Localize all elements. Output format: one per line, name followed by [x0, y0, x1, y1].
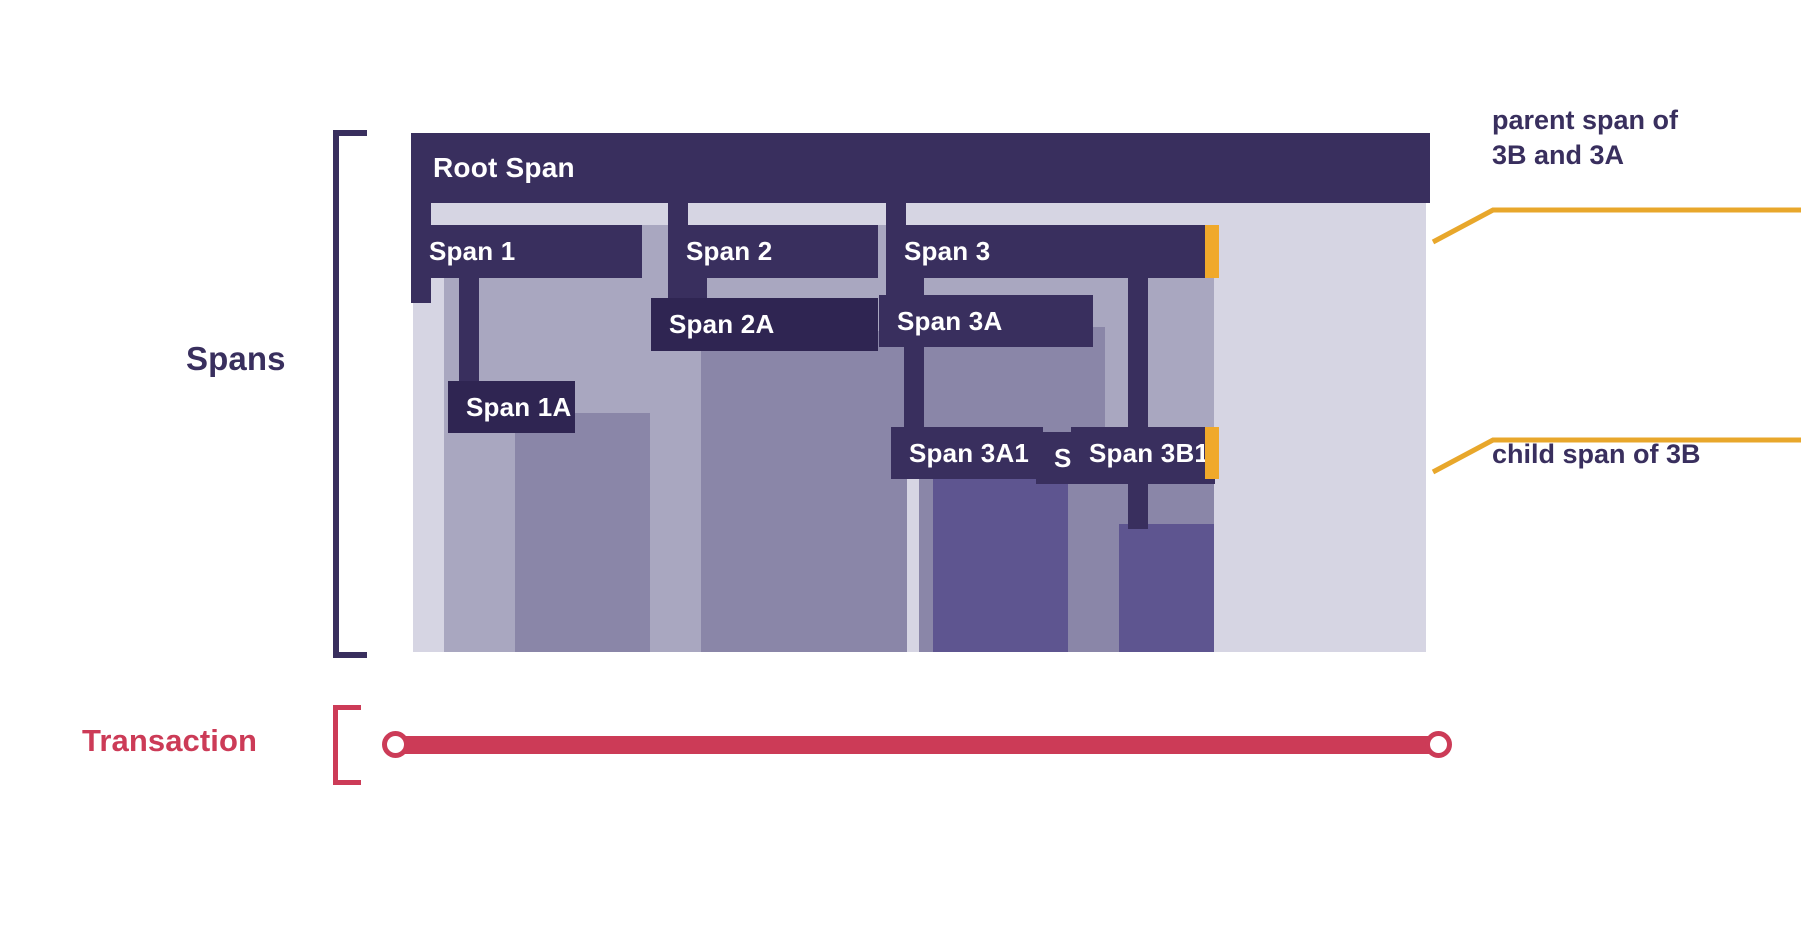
transaction-section-label: Transaction — [82, 723, 258, 758]
transaction-end-endpoint[interactable] — [1425, 731, 1452, 758]
transaction-bar[interactable] — [388, 736, 1443, 754]
span-bar-1a[interactable]: Span 1A — [448, 381, 575, 433]
span-bar-2[interactable]: Span 2 — [668, 225, 878, 278]
span-gap-1 — [444, 203, 715, 225]
spans-chart: Root Span Sp — [411, 133, 1430, 658]
span-bar-3a[interactable]: Span 3A — [879, 295, 1093, 347]
span-bar-3[interactable]: Span 3 — [886, 225, 1215, 278]
transaction-bracket — [333, 705, 361, 785]
transaction-start-endpoint[interactable] — [382, 731, 409, 758]
span-bar-2a[interactable]: Span 2A — [651, 298, 878, 351]
spans-bracket — [333, 130, 367, 658]
callout-parent-text: parent span of 3B and 3A — [1492, 105, 1679, 170]
span-bar-3b1[interactable]: Span 3B1 — [1071, 427, 1219, 479]
callout-child-leader-line — [1431, 437, 1801, 475]
callout-child-text: child span of 3B — [1492, 439, 1701, 469]
callout-parent-leader-line — [1431, 207, 1801, 245]
connector-3b-to-3b1 — [1128, 484, 1148, 529]
span-bar-root[interactable]: Root Span — [411, 133, 1430, 203]
span-gap-3 — [919, 203, 1214, 225]
highlight-marker-child — [1205, 427, 1219, 479]
spans-section-label: Spans — [186, 340, 286, 377]
span-bar-1[interactable]: Span 1 — [411, 225, 642, 278]
highlight-marker-parent — [1205, 225, 1219, 278]
span-gap-2 — [701, 203, 907, 225]
span-bar-3a1[interactable]: Span 3A1 — [891, 427, 1043, 479]
